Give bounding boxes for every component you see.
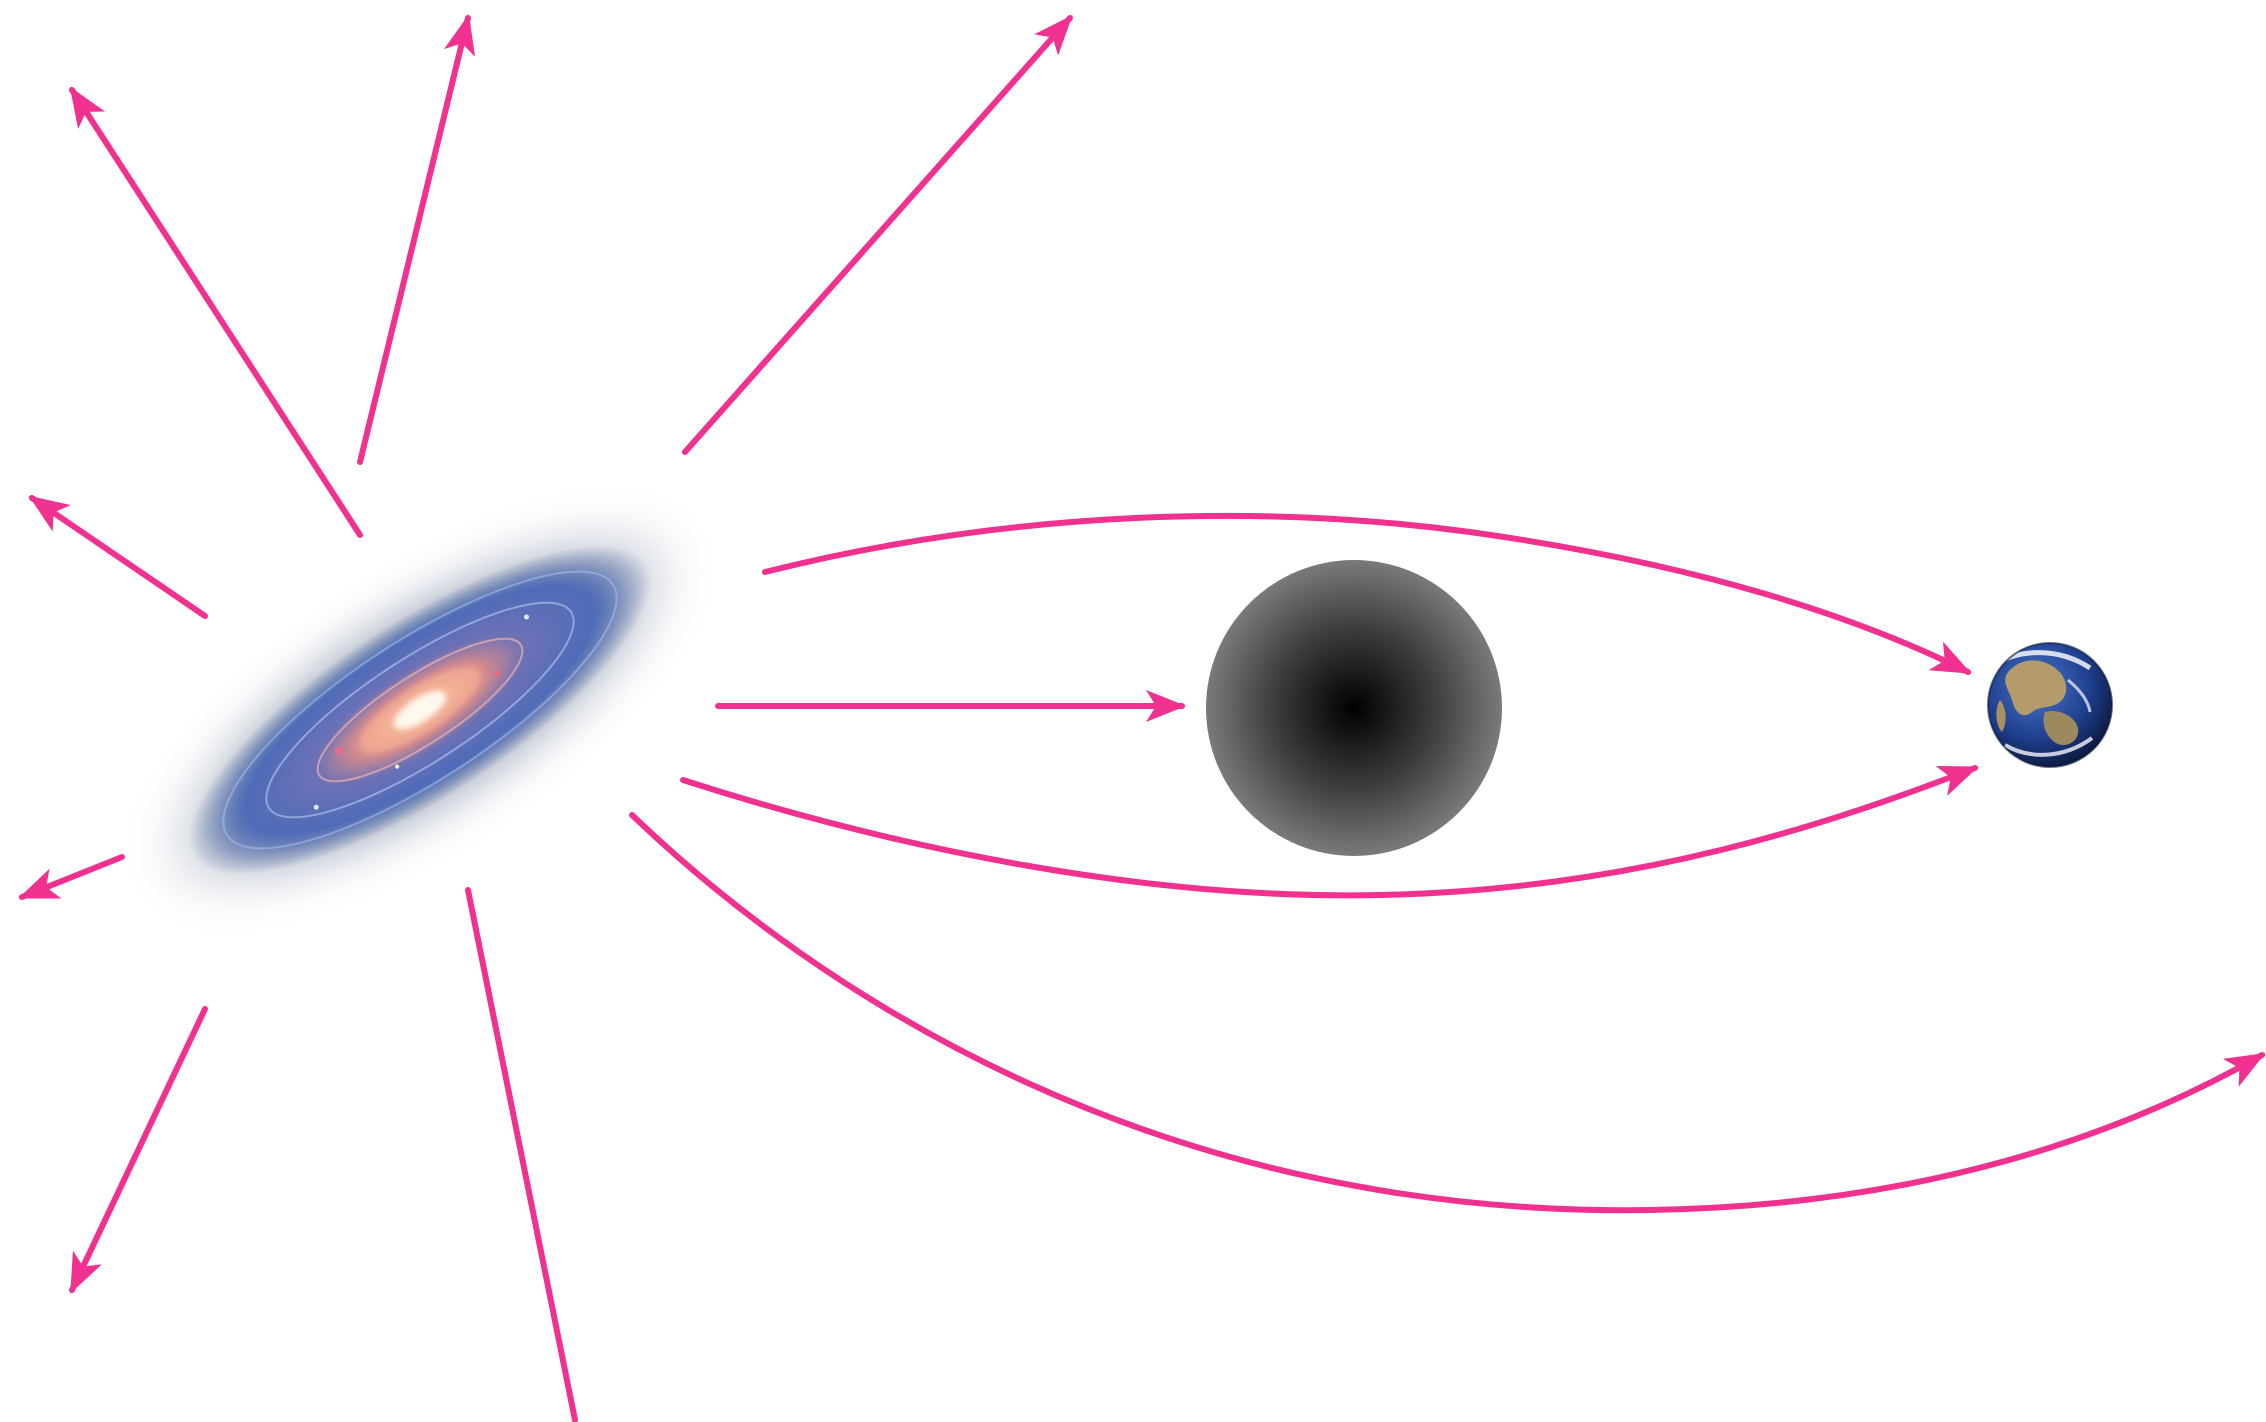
ray-deflected-away: [629, 812, 2266, 1214]
ray-lower-left: [69, 1006, 208, 1294]
ray-left-upper: [28, 495, 208, 619]
ray-up: [357, 14, 476, 465]
ray-upper-left: [69, 86, 363, 538]
ray-bent-below-lens: [680, 765, 1979, 899]
earth-globe-icon: [1987, 642, 2113, 768]
ray-bent-above-lens: [762, 512, 1972, 675]
light-rays: [18, 14, 2266, 1422]
ray-down: [465, 887, 578, 1422]
ray-upper-right: [682, 15, 1073, 455]
spiral-galaxy-icon: [135, 504, 705, 916]
dark-mass-sphere-icon: [1206, 560, 1502, 856]
ray-left-lower: [18, 854, 125, 900]
